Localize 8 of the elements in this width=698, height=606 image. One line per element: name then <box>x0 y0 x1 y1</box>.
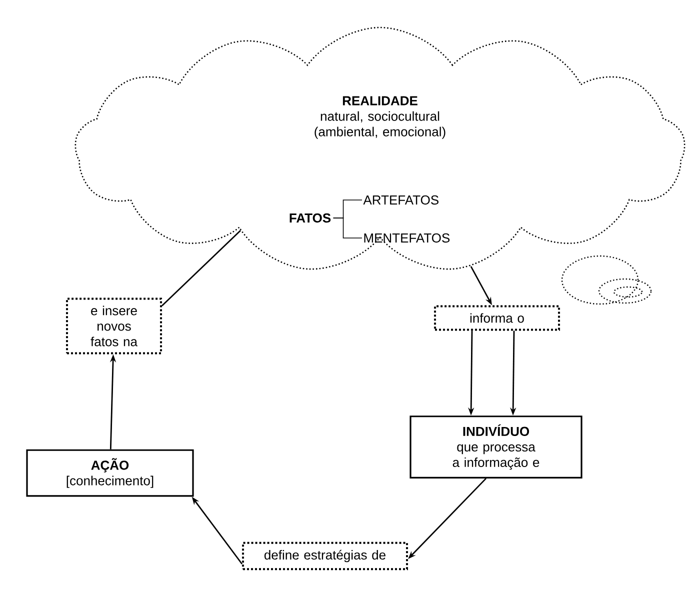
process-box: AÇÃO [conhecimento] <box>26 449 194 497</box>
process-box: INDIVÍDUO que processa a informação e <box>410 416 582 478</box>
text-label: MENTEFATOS <box>364 233 450 243</box>
text-label: ARTEFATOS <box>363 195 438 205</box>
dotted-box: e insere novos fatos na <box>66 298 162 354</box>
dotted-box: informa o <box>434 305 560 331</box>
dotted-box: define estratégias de <box>242 542 408 570</box>
text-label: FATOS <box>290 213 331 223</box>
